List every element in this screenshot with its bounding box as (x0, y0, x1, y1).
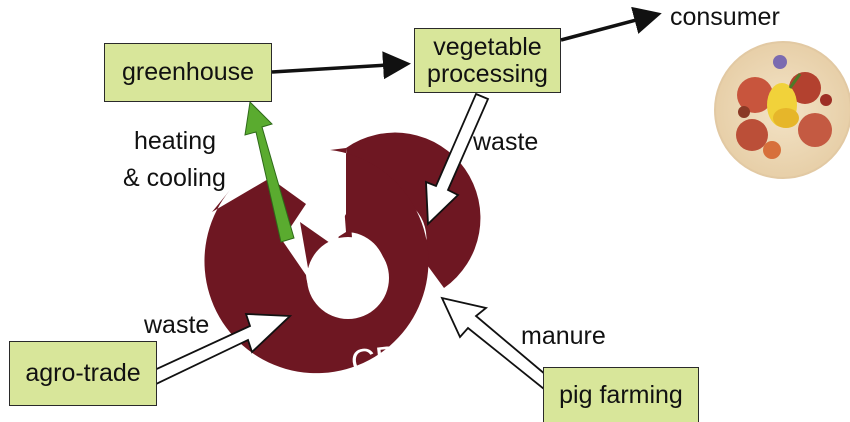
arrow-processing-to-consumer (560, 6, 662, 42)
label-consumer: consumer (670, 3, 780, 31)
label-manure: manure (521, 322, 606, 350)
vegetable-platter-icon (714, 41, 850, 179)
label-heating-line2: & cooling (123, 164, 226, 192)
cpu-core-hole (307, 237, 389, 319)
node-pig-farming: pig farming (543, 367, 699, 422)
label-waste-left: waste (144, 311, 210, 339)
cpu-cycle-ring (300, 132, 481, 288)
node-vegetable-processing: vegetable processing (414, 28, 561, 93)
node-agro-trade: agro-trade (9, 341, 157, 406)
node-pig-farming-label: pig farming (559, 380, 683, 409)
label-heating-line1: heating (134, 127, 217, 155)
node-greenhouse: greenhouse (104, 43, 272, 102)
arrow-waste-from-agro-trade (148, 313, 293, 386)
cpu-label: CPU (349, 336, 425, 382)
cpu-cycle-gap (318, 152, 346, 242)
node-agro-trade-label: agro-trade (25, 359, 141, 387)
arrow-heating-cooling (244, 100, 295, 243)
node-greenhouse-label: greenhouse (121, 58, 255, 86)
arrow-waste-from-processing (425, 92, 490, 227)
node-vegetable-processing-label: vegetable processing (427, 32, 548, 88)
label-waste-top: waste (473, 128, 539, 156)
arrow-manure-from-pig-farming (440, 296, 554, 391)
arrow-greenhouse-to-processing (271, 51, 411, 80)
